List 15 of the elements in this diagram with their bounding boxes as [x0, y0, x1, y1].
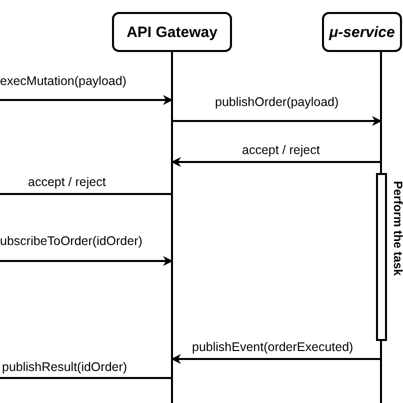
arrow — [171, 354, 380, 364]
edge-label: publishOrder(payload) — [215, 95, 339, 109]
edge-label: accept / reject — [28, 175, 106, 189]
arrow — [172, 116, 382, 126]
note-text: Perform the task — [391, 181, 403, 276]
arrow — [0, 95, 173, 105]
participant-box: API Gateway — [112, 12, 232, 52]
edge-label: publishEvent(orderExecuted) — [192, 340, 354, 354]
edge-label: ubscribeToOrder(idOrder) — [0, 234, 142, 248]
participant-box: μ-service — [322, 12, 402, 52]
arrow — [0, 256, 173, 266]
arrow — [171, 157, 380, 167]
edge-label: accept / reject — [242, 143, 320, 157]
edge-label: execMutation(payload) — [0, 74, 126, 88]
edge-label: publishResult(idOrder) — [2, 360, 128, 374]
